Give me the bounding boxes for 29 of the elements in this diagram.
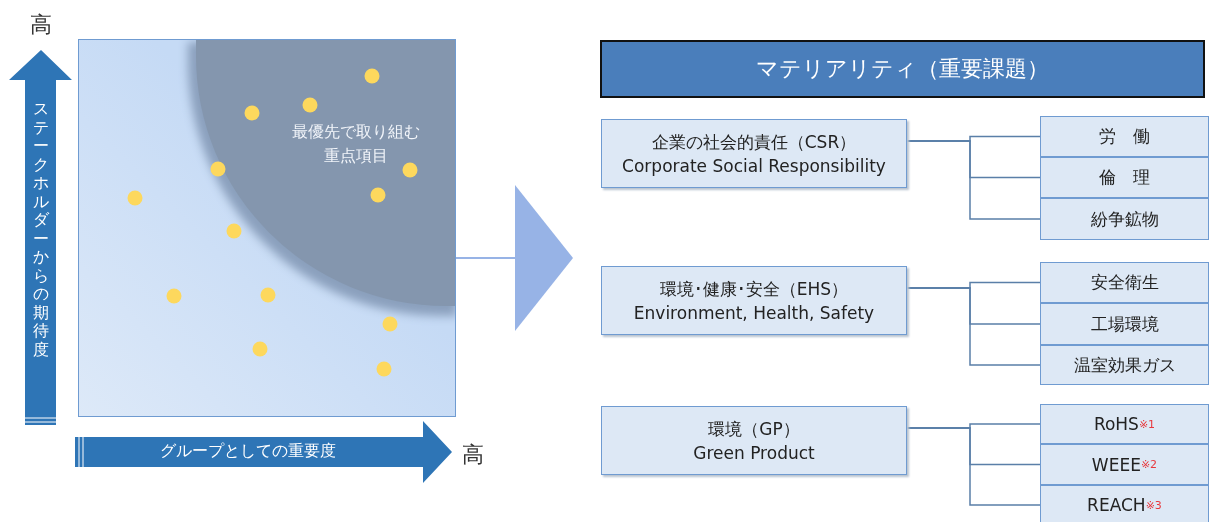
connector-line — [906, 287, 1041, 366]
issue-box: 倫 理 — [1040, 157, 1209, 198]
issue-box: WEEE$^{※2}$ — [1040, 444, 1209, 485]
issue-box: 温室効果ガス — [1040, 345, 1209, 385]
connector-line — [906, 427, 1041, 506]
category-box — [601, 119, 907, 188]
category-text: 環境（GP） — [708, 417, 800, 441]
issue-box: 労 働 — [1040, 116, 1209, 157]
category-box — [601, 266, 907, 335]
category-box — [601, 406, 907, 475]
issue-box: RoHS$^{※1}$ — [1040, 404, 1209, 444]
axis-high-label: 高 — [30, 11, 52, 39]
category-text: Corporate Social Responsibility — [622, 154, 886, 178]
issue-box: 紛争鉱物 — [1040, 198, 1209, 240]
issue-box: 安全衛生 — [1040, 262, 1209, 303]
issue-box: REACH$^{※3}$ — [1040, 485, 1209, 522]
category-text: Environment, Health, Safety — [633, 301, 875, 325]
chevron-arrow — [455, 185, 573, 331]
axis-title: ステークホルダーからの期待度 — [32, 100, 49, 359]
axis-high-label: 高 — [462, 441, 484, 469]
axis-title: グループとしての重要度 — [160, 441, 336, 462]
category-text: 環境･健康･安全（EHS） — [659, 277, 849, 301]
region-label: 最優先で取り組む重点項目 — [291, 121, 421, 167]
category-text: Green Product — [693, 441, 815, 465]
title-bar: マテリアリティ（重要課題） — [600, 40, 1205, 98]
connector-line — [906, 140, 1041, 220]
issue-box: 工場環境 — [1040, 303, 1209, 345]
matrix-panel — [78, 39, 456, 417]
category-text: 企業の社会的責任（CSR） — [651, 130, 857, 154]
